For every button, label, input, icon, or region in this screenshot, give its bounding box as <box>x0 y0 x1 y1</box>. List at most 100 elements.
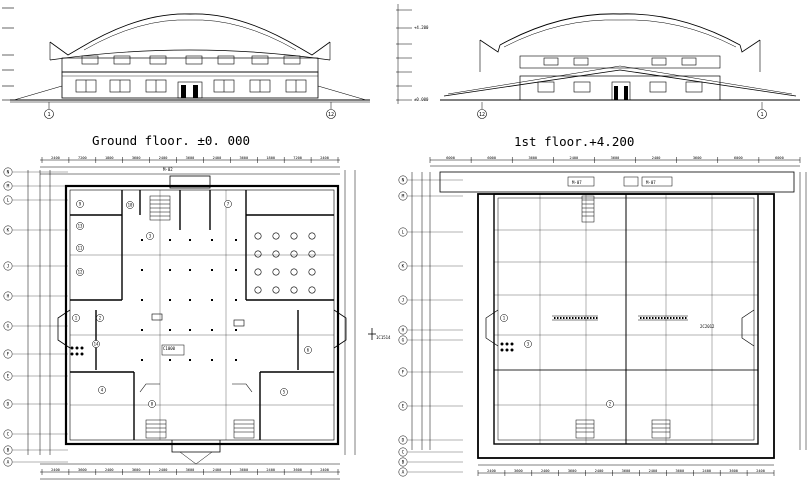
room-number: 5 <box>283 390 286 395</box>
level-mark: +4.200 <box>414 25 429 30</box>
axis-bubble <box>398 325 408 335</box>
seat-marker <box>575 317 577 319</box>
dimension-label: 3600 <box>693 156 702 160</box>
axis-label: G <box>402 338 405 344</box>
table-icon <box>290 232 298 240</box>
room-number: 11 <box>78 246 83 251</box>
dimension-label: 2400 <box>702 469 711 473</box>
axis-bubble <box>3 291 13 301</box>
section-label: 1C1514 <box>376 335 391 340</box>
column-marker <box>169 239 171 241</box>
dimension-label: 2400 <box>652 156 661 160</box>
room-number: 4 <box>101 388 104 393</box>
column-marker <box>211 269 213 271</box>
column-marker <box>189 269 191 271</box>
dimension-label: 7200 <box>78 156 87 160</box>
seat-marker <box>655 317 657 319</box>
dimension-label: 3600 <box>729 469 738 473</box>
column-marker <box>141 299 143 301</box>
dimension-label: 3600 <box>186 156 195 160</box>
axis-label: D <box>7 402 10 408</box>
column-marker <box>235 299 237 301</box>
column-marker <box>169 269 171 271</box>
dimension-label: 2400 <box>570 156 579 160</box>
room-number: 2 <box>99 316 102 321</box>
axis-label: M <box>7 184 10 190</box>
seat-marker <box>679 317 681 319</box>
dimension-label: C1000 <box>163 346 176 351</box>
dimension-label: 3600 <box>78 468 87 472</box>
seat-marker <box>572 317 574 319</box>
axis-bubble <box>3 349 13 359</box>
dimension-label: 3600 <box>186 468 195 472</box>
table-icon <box>254 232 262 240</box>
axis-bubble <box>3 457 13 467</box>
axis-bubble <box>398 435 408 445</box>
room-number-bubble <box>76 268 84 276</box>
seat-marker <box>569 317 571 319</box>
axis-label: H <box>402 328 405 334</box>
dimension-label: 3600 <box>132 156 141 160</box>
axis-label: N <box>402 178 405 184</box>
dimension-label: 3600 <box>239 156 248 160</box>
room-number-bubble <box>92 340 100 348</box>
dimension-label: 2400 <box>159 468 168 472</box>
axis-bubble <box>398 295 408 305</box>
axis-bubble <box>398 401 408 411</box>
seat-marker <box>667 317 669 319</box>
dimension-label: 1800 <box>105 156 114 160</box>
seat-marker <box>649 317 651 319</box>
room-number-bubble <box>224 200 232 208</box>
seat-marker <box>581 317 583 319</box>
axis-bubble <box>3 371 13 381</box>
table-icon <box>254 286 262 294</box>
room-number: 3 <box>527 342 530 347</box>
seat-marker <box>670 317 672 319</box>
column-marker <box>235 269 237 271</box>
column-marker <box>189 299 191 301</box>
column-marker <box>141 239 143 241</box>
seat-marker <box>646 317 648 319</box>
room-number: 12 <box>78 270 83 275</box>
column-marker <box>141 359 143 361</box>
room-number-bubble <box>606 400 614 408</box>
axis-label: F <box>402 370 405 376</box>
column-marker <box>211 299 213 301</box>
dimension-label: 3600 <box>568 469 577 473</box>
level-mark: ±0.000 <box>414 97 429 102</box>
seat-marker <box>587 317 589 319</box>
seat-marker <box>590 317 592 319</box>
dimension-label: 3600 <box>514 469 523 473</box>
axis-bubble <box>757 109 767 119</box>
axis-bubble <box>3 321 13 331</box>
axis-label: E <box>7 374 10 380</box>
column-marker <box>235 329 237 331</box>
table-icon <box>272 232 280 240</box>
seat-marker <box>685 317 687 319</box>
room-number-bubble <box>72 314 80 322</box>
seat-marker <box>664 317 666 319</box>
column-marker <box>235 359 237 361</box>
room-number-bubble <box>76 222 84 230</box>
axis-label: J <box>402 298 405 304</box>
axis-bubble <box>398 261 408 271</box>
table-icon <box>290 268 298 276</box>
window-label: 2C2012 <box>700 324 715 329</box>
room-number-bubble <box>76 200 84 208</box>
seat-marker <box>593 317 595 319</box>
axis-label: A <box>402 470 405 476</box>
door-label: M-02 <box>163 167 173 172</box>
axis-bubble <box>398 335 408 345</box>
dimension-label: 2400 <box>320 468 329 472</box>
seat-marker <box>676 317 678 319</box>
dimension-label: 3600 <box>675 469 684 473</box>
room-number: 3 <box>149 234 152 239</box>
axis-label: 12 <box>479 112 485 118</box>
axis-bubble <box>398 447 408 457</box>
first-floor-title: 1st floor.+4.200 <box>514 134 634 149</box>
dimension-label: 3600 <box>132 468 141 472</box>
dimension-label: 3600 <box>611 156 620 160</box>
seat-marker <box>652 317 654 319</box>
dimension-label: 2400 <box>266 468 275 472</box>
